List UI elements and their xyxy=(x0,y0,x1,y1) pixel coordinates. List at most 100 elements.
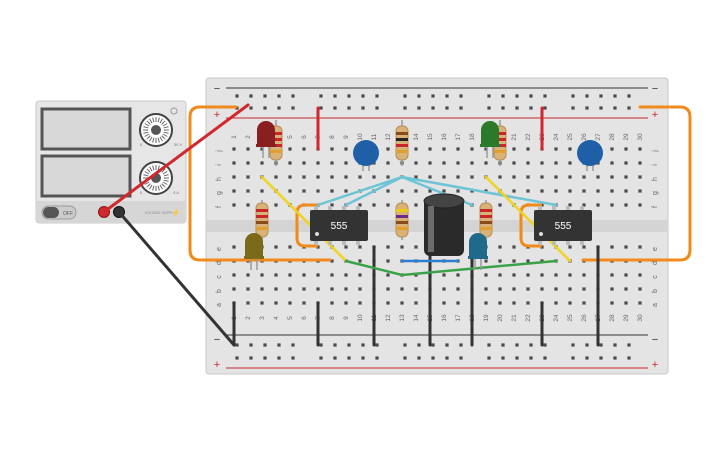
terminal-hole[interactable] xyxy=(232,287,236,291)
rail-hole[interactable] xyxy=(599,343,603,347)
terminal-hole[interactable] xyxy=(400,287,404,291)
terminal-hole[interactable] xyxy=(456,301,460,305)
terminal-hole[interactable] xyxy=(274,287,278,291)
terminal-hole[interactable] xyxy=(344,175,348,179)
terminal-hole[interactable] xyxy=(414,301,418,305)
terminal-hole[interactable] xyxy=(554,147,558,151)
terminal-hole[interactable] xyxy=(568,287,572,291)
terminal-hole[interactable] xyxy=(260,301,264,305)
terminal-hole[interactable] xyxy=(526,287,530,291)
resistor-r4[interactable] xyxy=(255,200,269,240)
rail-hole[interactable] xyxy=(249,94,253,98)
terminal-hole[interactable] xyxy=(414,175,418,179)
terminal-hole[interactable] xyxy=(582,175,586,179)
terminal-hole[interactable] xyxy=(246,301,250,305)
rail-hole[interactable] xyxy=(291,356,295,360)
terminal-hole[interactable] xyxy=(638,203,642,207)
rail-hole[interactable] xyxy=(487,106,491,110)
terminal-hole[interactable] xyxy=(526,161,530,165)
terminal-hole[interactable] xyxy=(498,259,502,263)
terminal-hole[interactable] xyxy=(428,189,432,193)
rail-hole[interactable] xyxy=(515,356,519,360)
terminal-hole[interactable] xyxy=(610,245,614,249)
terminal-hole[interactable] xyxy=(288,175,292,179)
rail-hole[interactable] xyxy=(627,343,631,347)
terminal-hole[interactable] xyxy=(596,189,600,193)
terminal-hole[interactable] xyxy=(610,203,614,207)
terminal-hole[interactable] xyxy=(484,259,488,263)
orange-wire-right-loop[interactable] xyxy=(581,105,692,262)
rail-hole[interactable] xyxy=(235,94,239,98)
terminal-hole[interactable] xyxy=(260,189,264,193)
terminal-hole[interactable] xyxy=(470,147,474,151)
rail-hole[interactable] xyxy=(571,343,575,347)
terminal-hole[interactable] xyxy=(246,147,250,151)
terminal-hole[interactable] xyxy=(540,161,544,165)
rail-hole[interactable] xyxy=(627,106,631,110)
rail-hole[interactable] xyxy=(515,106,519,110)
rail-hole[interactable] xyxy=(291,106,295,110)
rail-hole[interactable] xyxy=(277,94,281,98)
terminal-hole[interactable] xyxy=(442,287,446,291)
rail-hole[interactable] xyxy=(277,343,281,347)
terminal-hole[interactable] xyxy=(372,203,376,207)
terminal-hole[interactable] xyxy=(358,175,362,179)
terminal-hole[interactable] xyxy=(316,189,320,193)
terminal-hole[interactable] xyxy=(624,301,628,305)
terminal-hole[interactable] xyxy=(288,147,292,151)
terminal-hole[interactable] xyxy=(358,245,362,249)
terminal-hole[interactable] xyxy=(386,245,390,249)
terminal-hole[interactable] xyxy=(456,287,460,291)
rail-hole[interactable] xyxy=(319,94,323,98)
terminal-hole[interactable] xyxy=(442,301,446,305)
rail-hole[interactable] xyxy=(263,343,267,347)
rail-hole[interactable] xyxy=(515,343,519,347)
terminal-hole[interactable] xyxy=(288,287,292,291)
terminal-hole[interactable] xyxy=(526,175,530,179)
rail-hole[interactable] xyxy=(571,106,575,110)
terminal-hole[interactable] xyxy=(428,161,432,165)
rail-hole[interactable] xyxy=(627,356,631,360)
rail-hole[interactable] xyxy=(529,343,533,347)
rail-hole[interactable] xyxy=(361,94,365,98)
terminal-hole[interactable] xyxy=(358,259,362,263)
electrolytic-capacitor[interactable] xyxy=(423,193,465,256)
terminal-hole[interactable] xyxy=(330,189,334,193)
terminal-hole[interactable] xyxy=(498,203,502,207)
terminal-hole[interactable] xyxy=(344,301,348,305)
terminal-hole[interactable] xyxy=(498,273,502,277)
terminal-hole[interactable] xyxy=(638,189,642,193)
terminal-hole[interactable] xyxy=(344,287,348,291)
rail-hole[interactable] xyxy=(375,106,379,110)
rail-hole[interactable] xyxy=(333,343,337,347)
terminal-hole[interactable] xyxy=(260,273,264,277)
terminal-hole[interactable] xyxy=(414,203,418,207)
led-red[interactable] xyxy=(256,121,276,158)
terminal-hole[interactable] xyxy=(498,175,502,179)
terminal-hole[interactable] xyxy=(638,301,642,305)
terminal-hole[interactable] xyxy=(330,301,334,305)
terminal-hole[interactable] xyxy=(330,287,334,291)
rail-hole[interactable] xyxy=(529,106,533,110)
terminal-hole[interactable] xyxy=(526,273,530,277)
terminal-hole[interactable] xyxy=(582,287,586,291)
rail-hole[interactable] xyxy=(235,343,239,347)
rail-hole[interactable] xyxy=(319,343,323,347)
rail-hole[interactable] xyxy=(445,343,449,347)
terminal-hole[interactable] xyxy=(302,189,306,193)
terminal-hole[interactable] xyxy=(554,175,558,179)
terminal-hole[interactable] xyxy=(344,161,348,165)
terminal-hole[interactable] xyxy=(246,287,250,291)
terminal-hole[interactable] xyxy=(386,189,390,193)
rail-hole[interactable] xyxy=(445,94,449,98)
rail-hole[interactable] xyxy=(529,94,533,98)
rail-hole[interactable] xyxy=(585,356,589,360)
terminal-hole[interactable] xyxy=(260,287,264,291)
terminal-hole[interactable] xyxy=(624,203,628,207)
rail-hole[interactable] xyxy=(487,356,491,360)
terminal-hole[interactable] xyxy=(358,273,362,277)
terminal-hole[interactable] xyxy=(568,301,572,305)
resistor-r6[interactable] xyxy=(479,200,493,240)
